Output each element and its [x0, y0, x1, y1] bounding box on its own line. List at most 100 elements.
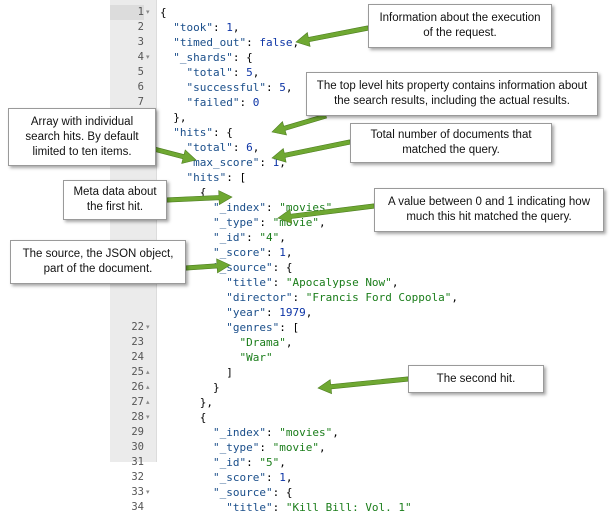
- code-line: "_shards": {: [160, 50, 253, 65]
- code-token: ,: [285, 81, 293, 94]
- code-line: "_score": 1,: [160, 245, 292, 260]
- code-token: : [: [279, 321, 300, 334]
- code-line: {: [160, 5, 167, 20]
- line-number: 29: [131, 426, 144, 438]
- code-token: : {: [213, 126, 233, 139]
- line-number: 24: [131, 351, 144, 363]
- code-token: 0: [252, 96, 260, 109]
- line-number: 26: [131, 381, 144, 393]
- code-token: "Kill Bill: Vol. 1": [285, 501, 412, 514]
- code-token: [160, 501, 226, 514]
- code-line: "timed_out": false,: [160, 35, 299, 50]
- code-token: "_shards": [173, 51, 233, 64]
- code-token: "Drama": [239, 336, 286, 349]
- code-token: "movies": [279, 201, 333, 214]
- code-token: ,: [318, 441, 326, 454]
- code-token: {: [160, 411, 207, 424]
- code-line: "Drama",: [160, 335, 292, 350]
- code-token: :: [265, 471, 280, 484]
- code-token: "timed_out": [173, 36, 247, 49]
- code-token: [160, 126, 173, 139]
- line-number: 23: [131, 336, 144, 348]
- fold-expand-icon[interactable]: ▾: [146, 414, 150, 421]
- code-line: "max_score": 1,: [160, 155, 286, 170]
- code-token: "director": [226, 291, 293, 304]
- code-token: [160, 21, 173, 34]
- code-token: "_type": [212, 441, 260, 454]
- code-token: [160, 216, 213, 229]
- line-number: 25: [131, 366, 144, 378]
- code-token: "max_score": [186, 156, 260, 169]
- fold-collapse-icon[interactable]: ▴: [146, 369, 150, 376]
- code-token: :: [239, 96, 253, 109]
- code-line: "hits": [: [160, 170, 247, 185]
- line-number: 7: [137, 96, 144, 108]
- line-number: 5: [137, 66, 144, 78]
- code-token: ,: [332, 426, 339, 439]
- callout-score-range: A value between 0 and 1 indicating how m…: [374, 188, 604, 232]
- callout-first-hit-meta: Meta data about the first hit.: [63, 180, 167, 220]
- code-line: "_id": "4",: [160, 230, 286, 245]
- code-token: [160, 486, 213, 499]
- code-token: "total": [186, 66, 233, 79]
- code-token: :: [246, 231, 260, 244]
- code-token: "failed": [186, 96, 240, 109]
- code-line: "_source": {: [160, 485, 292, 500]
- code-line: "took": 1,: [160, 20, 239, 35]
- code-token: 1: [279, 471, 286, 484]
- fold-expand-icon[interactable]: ▾: [146, 54, 150, 61]
- line-number: 31: [131, 456, 144, 468]
- code-token: 1: [226, 21, 233, 34]
- code-line: "War": [160, 350, 272, 365]
- code-token: ,: [318, 216, 326, 229]
- code-token: "title": [226, 501, 273, 514]
- code-token: [160, 201, 213, 214]
- code-token: [160, 321, 226, 334]
- code-token: "Apocalypse Now": [285, 276, 392, 289]
- code-token: false: [259, 36, 293, 49]
- code-line: "_index": "movies",: [160, 200, 339, 215]
- code-token: : {: [272, 486, 293, 499]
- line-number: 28: [131, 411, 144, 423]
- code-token: 5: [246, 66, 253, 79]
- code-line: "director": "Francis Ford Coppola",: [160, 290, 458, 305]
- code-line: "_index": "movies",: [160, 425, 339, 440]
- fold-expand-icon[interactable]: ▾: [146, 9, 150, 16]
- code-token: ,: [279, 456, 286, 469]
- code-token: : {: [232, 51, 253, 64]
- code-token: "_index": [212, 426, 266, 439]
- code-token: 5: [279, 81, 286, 94]
- line-number: 4: [137, 51, 144, 63]
- code-token: : [: [226, 171, 247, 184]
- code-token: [160, 81, 187, 94]
- code-line: "title": "Kill Bill: Vol. 1": [160, 500, 412, 515]
- fold-collapse-icon[interactable]: ▴: [146, 384, 150, 391]
- code-token: "_id": [212, 456, 247, 469]
- code-token: "movies": [279, 426, 333, 439]
- callout-source-document: The source, the JSON object, part of the…: [10, 240, 186, 284]
- code-token: ,: [252, 66, 260, 79]
- code-line: "_type": "movie",: [160, 215, 326, 230]
- line-number: 3: [137, 36, 144, 48]
- code-token: :: [292, 291, 306, 304]
- code-token: {: [160, 6, 167, 19]
- code-token: 6: [246, 141, 253, 154]
- fold-expand-icon[interactable]: ▾: [146, 489, 150, 496]
- line-number: 30: [131, 441, 144, 453]
- code-token: [160, 456, 213, 469]
- line-number: 6: [137, 81, 144, 93]
- line-number: [110, 290, 144, 305]
- fold-expand-icon[interactable]: ▾: [146, 324, 150, 331]
- code-line: "total": 5,: [160, 65, 260, 80]
- callout-top-level-hits: The top level hits property contains inf…: [306, 72, 598, 116]
- code-token: ,: [332, 201, 339, 214]
- code-line: "_type": "movie",: [160, 440, 326, 455]
- code-token: "movie": [272, 216, 319, 229]
- callout-hits-array: Array with individual search hits. By de…: [8, 108, 156, 166]
- code-token: "_score": [212, 246, 266, 259]
- code-token: :: [246, 456, 260, 469]
- code-line: },: [160, 110, 186, 125]
- line-number: 22: [131, 321, 144, 333]
- code-token: "_id": [212, 231, 247, 244]
- fold-collapse-icon[interactable]: ▴: [146, 399, 150, 406]
